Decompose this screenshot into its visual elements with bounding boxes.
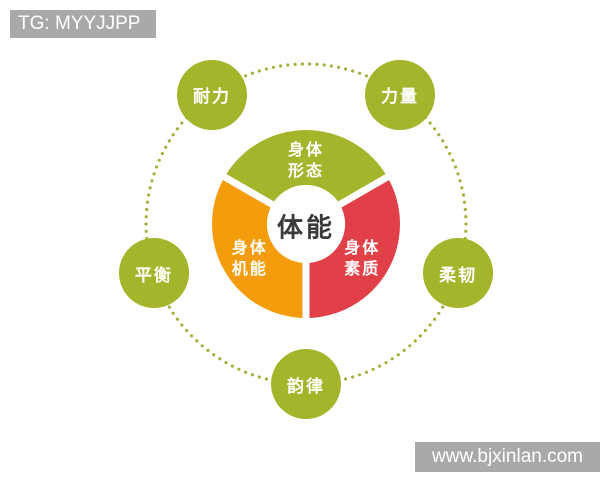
segment-label-line: 素质 (344, 260, 381, 278)
satellite-endurance: 耐力 (176, 59, 247, 130)
segment-body-quality (306, 177, 400, 318)
segment-label-line: 形态 (287, 163, 325, 180)
satellite-balance: 平衡 (118, 238, 189, 309)
satellite-label: 力量 (381, 87, 420, 107)
satellite-strength: 力量 (365, 59, 436, 130)
satellite-label: 韵律 (287, 376, 325, 396)
satellite-label: 耐力 (192, 87, 231, 107)
donut-hole (267, 185, 345, 263)
segment-label-line: 身体 (231, 239, 268, 257)
satellite-rhythm: 韵律 (271, 349, 341, 419)
tg-watermark-badge: TG: MYYJJPP (10, 10, 156, 38)
center-label: 体能 (276, 212, 336, 243)
satellite-label: 柔韧 (439, 265, 478, 285)
satellite-label: 平衡 (134, 265, 173, 285)
segment-label-body-shape: 身体形态 (288, 140, 324, 182)
segment-body-shape (224, 130, 388, 205)
satellite-flexibility: 柔韧 (423, 238, 494, 309)
segment-label-line: 机能 (231, 260, 268, 278)
segment-label-body-function: 身体机能 (232, 238, 268, 280)
website-watermark-badge: www.bjxinlan.com (415, 442, 600, 472)
segment-label-line: 身体 (287, 142, 325, 159)
segment-body-function (212, 177, 306, 318)
segment-label-line: 身体 (344, 239, 381, 257)
segment-label-body-quality: 身体素质 (344, 238, 380, 280)
